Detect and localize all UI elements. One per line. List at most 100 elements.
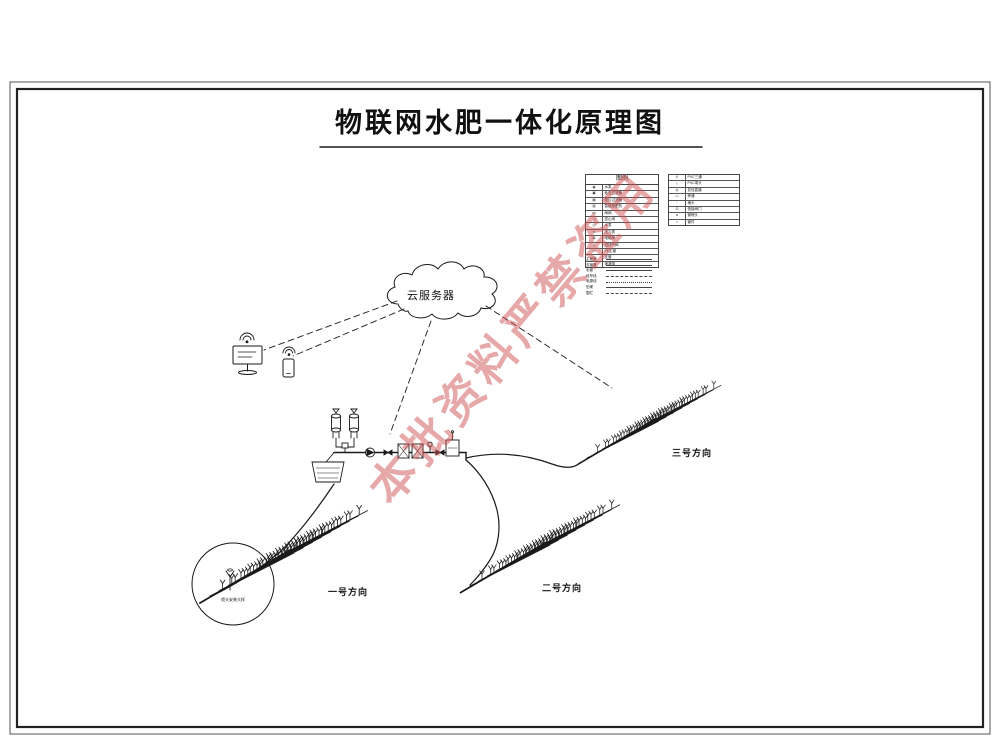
legend-rows-fittings: ┼ PVC三通 ┐ PVC弯头 ╪ 变径直通 ▭ 旁通 xyxy=(669,175,739,226)
legend-label: 变径直通 xyxy=(687,187,702,192)
legend-label: 进排气阀 xyxy=(604,242,619,247)
legend-symbol: ▤ xyxy=(586,197,603,204)
legend-symbol: ▪ xyxy=(669,219,686,226)
legend-label: 滴灌带 xyxy=(604,261,616,266)
cloud-server-label: 云服务器 xyxy=(407,290,455,302)
wifi-icon-phone xyxy=(282,346,296,356)
legend-label: 水表 xyxy=(604,223,612,228)
legend-symbol: ┄ xyxy=(586,261,603,268)
legend-symbol: ◎ xyxy=(586,223,603,229)
legend-label: 堵头 xyxy=(687,200,695,205)
legend-label: PVC三通 xyxy=(687,175,702,179)
legend-label: PVC弯头 xyxy=(687,181,702,186)
legend-label: 闸阀 xyxy=(604,210,612,215)
wifi-icon-monitor xyxy=(239,332,255,344)
legend-symbol: ⊙ xyxy=(586,229,603,236)
legend-symbol: ◉ xyxy=(586,185,603,191)
detail-callout-label: 喷头安装大样 xyxy=(221,597,245,602)
legend-row: ┐ PVC弯头 xyxy=(669,181,739,188)
legend-row: ▪ 管件 xyxy=(669,219,739,226)
legend-note-label: 围栏 xyxy=(586,290,593,295)
legend-note-row: 主管道 xyxy=(586,257,652,263)
legend-label: 智能施肥机 xyxy=(604,204,623,209)
field-1-label: 一号方向 xyxy=(328,587,369,597)
legend-note-line xyxy=(606,276,652,278)
legend-label: 压力表 xyxy=(604,229,616,234)
legend-symbol: ═ xyxy=(586,248,603,255)
legend-symbol: ┼ xyxy=(669,175,686,181)
legend-note-row: 电源线 xyxy=(586,279,652,285)
field-2-grid xyxy=(461,500,620,593)
pipe-network xyxy=(213,453,581,596)
legend-symbol: ◁ xyxy=(586,216,603,223)
phone-icon xyxy=(282,358,295,378)
legend-rows-main: ◉ 水泵 ▣ 砂石过滤器 ▤ 叠片过滤器 ▥ 智能施肥机 xyxy=(586,185,658,268)
legend-row: ◉ 水泵 xyxy=(586,185,658,192)
legend-symbol: ┐ xyxy=(669,181,686,187)
legend-note-line xyxy=(606,292,652,294)
field-2-label: 二号方向 xyxy=(542,583,583,593)
legend-note-line xyxy=(606,259,652,261)
legend-label: 水泵 xyxy=(604,185,612,189)
legend-row: ╪ 变径直通 xyxy=(669,187,739,195)
legend-note-label: 毛管 xyxy=(586,268,593,273)
network-links xyxy=(263,300,613,435)
legend-label: 管件 xyxy=(687,219,695,224)
legend-note-label: 田埂 xyxy=(586,284,593,289)
legend-note-row: 田埂 xyxy=(586,285,652,291)
legend-row: ┼ PVC三通 xyxy=(669,175,739,182)
legend-label: 微喷头 xyxy=(687,213,699,218)
legend-row: ▥ 智能施肥机 xyxy=(586,204,658,211)
page-title: 物联网水肥一体化原理图 xyxy=(335,108,665,138)
legend-symbol: ▣ xyxy=(586,191,603,197)
legend-table-main: 图例 ◉ 水泵 ▣ 砂石过滤器 ▤ 叠片过滤器 ▥ xyxy=(585,174,659,269)
legend-label: PE主管 xyxy=(604,248,617,253)
legend-symbol: ▭ xyxy=(669,194,686,200)
legend-note-label: 支管道 xyxy=(586,262,597,267)
legend-title: 图例 xyxy=(586,175,658,185)
legend-table-fittings: ┼ PVC三通 ┐ PVC弯头 ╪ 变径直通 ▭ 旁通 xyxy=(668,174,740,227)
legend-row: ┄ 滴灌带 xyxy=(586,261,658,268)
legend-label: 逆止阀 xyxy=(604,216,616,221)
legend-symbol: ∅ xyxy=(669,206,686,213)
legend-row: ═ PE主管 xyxy=(586,248,658,256)
legend-note-row: 信号线 xyxy=(586,274,652,280)
legend-symbol: ╪ xyxy=(669,187,686,194)
legend-row: ▣ 砂石过滤器 xyxy=(586,191,658,198)
legend-symbol: ◦ xyxy=(669,200,686,206)
legend-row: ◦ 堵头 xyxy=(669,200,739,207)
legend-row: ─ 支管 xyxy=(586,255,658,262)
field-3-label: 三号方向 xyxy=(672,448,713,458)
legend-note-row: 围栏 xyxy=(586,291,652,297)
legend-symbol: ⋈ xyxy=(586,210,603,216)
legend-note-label: 信号线 xyxy=(586,273,597,278)
legend-symbol: ⊠ xyxy=(586,236,603,242)
legend-note-line xyxy=(606,270,652,272)
legend-note-line xyxy=(606,287,652,289)
legend-row: ▤ 叠片过滤器 xyxy=(586,197,658,205)
detail-callout-circle xyxy=(191,542,275,626)
legend-label: 电磁阀 xyxy=(604,236,616,241)
pump-station xyxy=(311,408,467,483)
legend-note-label: 主管道 xyxy=(586,257,597,261)
legend-symbol: ─ xyxy=(586,255,603,261)
legend-notes: 主管道 支管道 毛管 信号线 电 xyxy=(586,257,652,296)
legend-row: △ 进排气阀 xyxy=(586,242,658,249)
legend-label: 支管 xyxy=(604,255,612,260)
legend-row: ⊠ 电磁阀 xyxy=(586,236,658,243)
monitor-icon xyxy=(232,345,263,375)
drawing-frame xyxy=(9,81,991,735)
legend-row: ∅ 快接阀门 xyxy=(669,206,739,214)
legend-row: ◎ 水表 xyxy=(586,223,658,230)
legend-row: ⋈ 闸阀 xyxy=(586,210,658,217)
cloud-icon xyxy=(387,261,498,320)
legend-symbol: △ xyxy=(586,242,603,248)
legend-row: ⊙ 压力表 xyxy=(586,229,658,237)
legend-row: ◁ 逆止阀 xyxy=(586,216,658,224)
legend-row: ▭ 旁通 xyxy=(669,194,739,201)
legend-note-line xyxy=(606,281,652,283)
legend-note-line xyxy=(606,264,652,266)
legend-label: 旁通 xyxy=(687,194,695,199)
